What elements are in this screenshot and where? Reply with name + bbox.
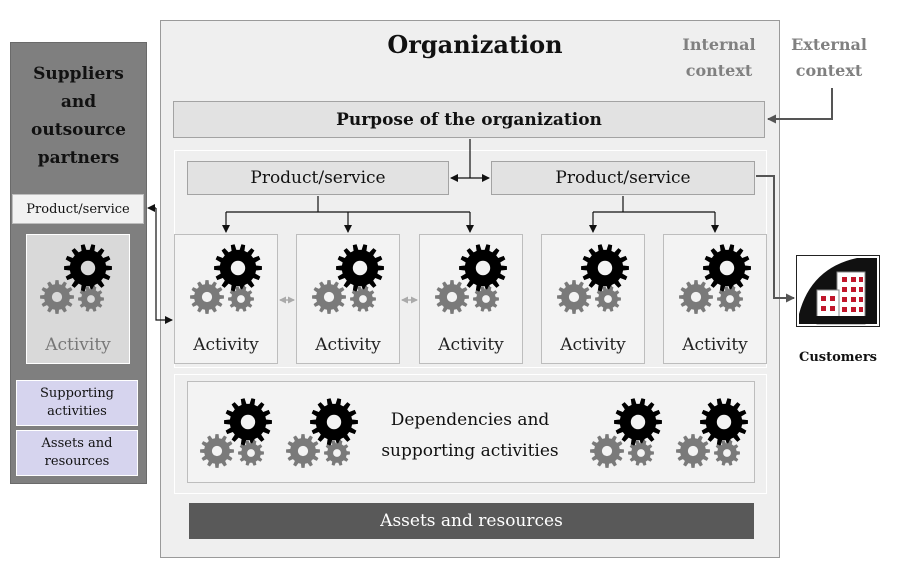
gear-icon <box>64 244 112 296</box>
gear-icon <box>459 244 507 296</box>
external-context-arrow <box>767 88 833 124</box>
external-context-label: External context <box>791 35 867 80</box>
organization-title: Organization <box>387 30 563 59</box>
purpose-bar: Purpose of the organization <box>173 101 765 138</box>
assets-bar: Assets and resources <box>189 503 754 539</box>
gear-icon <box>628 440 654 470</box>
activity-label: Activity <box>193 335 259 355</box>
product-box-2: Product/service <box>491 161 755 195</box>
gear-icon <box>473 286 499 316</box>
product1-stem <box>226 196 470 213</box>
gear-icon <box>595 286 621 316</box>
dependencies-label: Dependencies and supporting activities <box>381 410 559 461</box>
gear-icon <box>714 440 740 470</box>
gear-icon <box>310 398 358 450</box>
gear-icon <box>581 244 629 296</box>
gear-icon <box>200 434 234 472</box>
gear-icon <box>78 286 104 316</box>
gear-icon <box>590 434 624 472</box>
supplier-product-box: Product/service <box>12 194 144 224</box>
dependencies-region <box>174 374 767 494</box>
gear-icon <box>324 440 350 470</box>
dependencies-box <box>187 381 755 483</box>
gear-icon <box>312 280 346 318</box>
gear-icon <box>40 280 74 318</box>
gear-icon <box>286 434 320 472</box>
gear-icon <box>700 398 748 450</box>
activity-label: Activity <box>682 335 748 355</box>
product-box-1: Product/service <box>187 161 449 195</box>
gear-icon <box>703 244 751 296</box>
gear-icon <box>717 286 743 316</box>
supplier-assets-box: Assets and resources <box>16 430 138 476</box>
gear-icon <box>224 398 272 450</box>
activity-label: Activity <box>438 335 504 355</box>
gear-icon <box>614 398 662 450</box>
activity-label: Activity <box>560 335 626 355</box>
gear-icon <box>557 280 591 318</box>
supplier-supporting-box: Supporting activities <box>16 380 138 426</box>
gear-icon <box>676 434 710 472</box>
gear-icon <box>336 244 384 296</box>
internal-context-label: Internal context <box>682 35 756 80</box>
gear-icon <box>214 244 262 296</box>
gear-icon <box>190 280 224 318</box>
gear-icon <box>679 280 713 318</box>
customers-arrow <box>756 175 795 303</box>
product2-stem <box>593 196 715 213</box>
customers-icon <box>796 255 880 327</box>
supplier-activity-label: Activity <box>45 335 111 355</box>
supplier-link-in <box>155 208 173 324</box>
customers-label: Customers <box>799 350 877 365</box>
activity-label: Activity <box>315 335 381 355</box>
gear-icon <box>228 286 254 316</box>
suppliers-title: Suppliers and outsource partners <box>31 64 126 168</box>
gear-icon <box>435 280 469 318</box>
gear-icon <box>238 440 264 470</box>
gear-icon <box>350 286 376 316</box>
building-icon <box>799 258 877 325</box>
